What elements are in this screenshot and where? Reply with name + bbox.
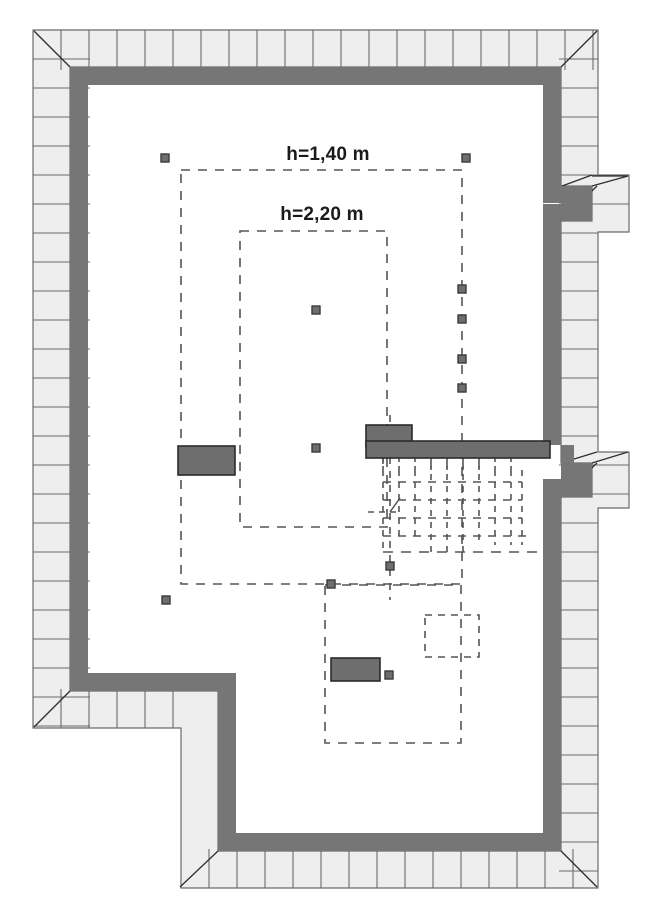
right-bay-upper-wall <box>561 186 592 204</box>
post-marker <box>161 595 171 605</box>
post-marker <box>457 354 467 364</box>
post-marker <box>461 153 471 163</box>
corner-diagonal <box>33 690 71 728</box>
solid-blocks <box>177 424 551 682</box>
corner-diagonal <box>33 30 71 68</box>
post-markers <box>160 153 471 680</box>
post-marker <box>384 670 394 680</box>
roof-zone-2-20-outline <box>239 230 388 528</box>
height-label-1-40: h=1,40 m <box>286 144 369 165</box>
corner-diagonal <box>560 30 598 68</box>
corner-diagonal <box>561 174 593 187</box>
post-marker <box>457 314 467 324</box>
corner-diagonal <box>591 451 629 464</box>
chimney-block-left <box>177 445 236 476</box>
post-marker <box>311 305 321 315</box>
corner-diagonal <box>560 850 598 888</box>
roof-zone-1-40-outline <box>180 169 463 585</box>
post-marker <box>457 383 467 393</box>
stair-direction-tick <box>389 497 401 513</box>
lower-room-outline <box>324 584 462 744</box>
chimney-block-lower <box>330 657 381 682</box>
corner-diagonal <box>591 175 629 187</box>
roof-height-zone-outlines <box>180 169 480 744</box>
stair-beam-block <box>365 440 551 459</box>
post-marker <box>326 579 336 589</box>
post-marker <box>160 153 170 163</box>
height-label-2-20: h=2,20 m <box>280 204 363 225</box>
corner-diagonal <box>179 850 219 888</box>
structural-wall-ring <box>70 67 592 851</box>
post-marker <box>457 284 467 294</box>
post-marker <box>311 443 321 453</box>
post-marker <box>385 561 395 571</box>
small-dashed-box <box>424 614 480 658</box>
right-bay-lower-wall <box>561 463 592 480</box>
structural-wall <box>70 67 592 851</box>
